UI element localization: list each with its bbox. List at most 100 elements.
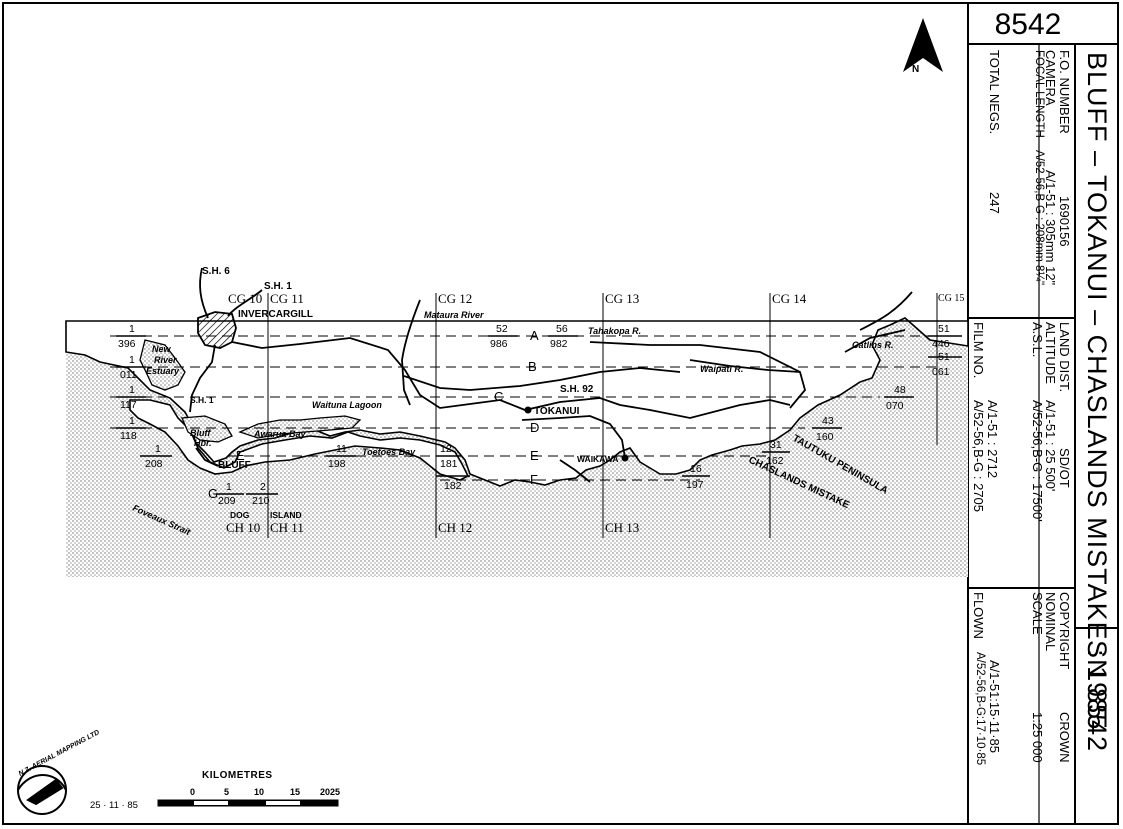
fo-label: F.O. NUMBER (1057, 50, 1072, 134)
run-g: G (208, 486, 218, 501)
grid-ch13: CH 13 (605, 520, 639, 535)
camera-value: A/1-51 : 305mm 12" (1043, 170, 1058, 286)
label-tokanui: TOKANUI (534, 406, 580, 417)
frame-bottom: 446 (932, 338, 950, 350)
asl-label: A.S.L. (1030, 322, 1045, 358)
frame-bottom: 162 (766, 455, 784, 467)
frame-top: 12 (440, 443, 452, 455)
label-estuary-2: River (154, 355, 177, 365)
film-value-2: A/52-56,B-G : 2705 (971, 400, 986, 513)
label-invercargill: INVERCARGILL (238, 309, 313, 320)
grid-ch10: CH 10 (226, 520, 260, 535)
frame-bottom: 198 (328, 458, 346, 470)
frame-bottom: 011 (120, 369, 137, 381)
frame-top: 1 (155, 443, 161, 455)
frame-bottom: 208 (145, 458, 163, 470)
run-c: C (494, 389, 503, 404)
scale-date: 25 · 11 · 85 (90, 800, 138, 811)
frame-bottom: 070 (886, 400, 904, 412)
total-label: TOTAL NEGS. (987, 50, 1002, 135)
new-river-estuary (139, 339, 186, 391)
scale-tick: 0 (190, 787, 195, 797)
frame-bottom: 197 (686, 479, 704, 491)
frame-top: 56 (556, 323, 568, 335)
scale-title: KILOMETRES (202, 770, 273, 781)
sheet-title: BLUFF – TOKANUI – CHASLANDS MISTAKE : 19… (1082, 52, 1112, 731)
run-e: E (236, 448, 245, 463)
tokanui-dot (524, 406, 532, 414)
fo-value: 1690156 (1057, 196, 1072, 247)
frame-bottom: 209 (218, 495, 236, 507)
flight-runs (110, 335, 962, 481)
grid-ch12: CH 12 (438, 520, 472, 535)
grid-cg13: CG 13 (605, 291, 639, 306)
frame-top: 1 (226, 481, 232, 493)
label-bluff-hbr-1: Bluff (190, 428, 211, 438)
scale-tick: 5 (224, 787, 229, 797)
waituna-lagoon (238, 415, 362, 439)
film-label: FILM NO. (971, 322, 986, 379)
flown-value-2: A/52-56,B-G:17·10·85 (974, 652, 986, 766)
scale-label: SCALE (1030, 592, 1045, 635)
run-a: A (530, 328, 539, 343)
scale-tick: 15 (290, 787, 300, 797)
scale-value: 1:25 000 (1030, 712, 1045, 763)
logo-text: N.Z. AERIAL MAPPING LTD (18, 729, 101, 778)
label-waikawa: WAIKAWA (577, 454, 619, 464)
frame-bottom: 117 (120, 399, 137, 411)
frame-bottom: 182 (444, 480, 462, 492)
frame-top: 2 (260, 481, 266, 493)
north-arrow (903, 18, 943, 72)
copyright-value: CROWN (1057, 712, 1072, 763)
focal-value: A/52-56,B-G : 208mm 8¼" (1033, 150, 1045, 286)
label-estuary-1: New (152, 344, 172, 354)
run-d: D (530, 420, 539, 435)
label-dog: DOG (230, 510, 250, 520)
invercargill-area (197, 311, 237, 349)
frame-bottom: 986 (490, 338, 508, 350)
label-sh1-top: S.H. 1 (264, 281, 292, 292)
frame-bottom: 181 (440, 458, 458, 470)
frame-top: 11 (336, 443, 347, 455)
frame-bottom: 160 (816, 431, 834, 443)
label-sh6: S.H. 6 (202, 266, 230, 277)
grid-cg10: CG 10 (228, 291, 262, 306)
total-value: 247 (987, 192, 1002, 214)
grid-cg11: CG 11 (270, 291, 304, 306)
film-value-1: A/1-51 : 2712 (985, 400, 1000, 479)
grid-ch11: CH 11 (270, 520, 304, 535)
camera-label: CAMERA (1043, 50, 1058, 106)
label-waituna: Waituna Lagoon (312, 400, 382, 410)
frame-top: 48 (894, 384, 906, 396)
bluff-peninsula (129, 399, 470, 481)
company-logo (17, 765, 67, 815)
label-tahakopa: Tahakopa R. (588, 326, 641, 336)
frame-bottom: 396 (118, 338, 136, 350)
sheet-number: 8542 (994, 8, 1062, 41)
label-island: ISLAND (270, 510, 302, 520)
run-f: F (530, 472, 538, 487)
scale-tick: 25 (330, 787, 340, 797)
label-waipati: Waipati R. (700, 364, 743, 374)
nominal-label: NOMINAL (1043, 592, 1058, 652)
label-bluff: BLUFF (218, 460, 251, 471)
frame-top: 51 (938, 323, 950, 335)
altitude-label: ALTITUDE (1043, 322, 1058, 384)
frame-bottom: 982 (550, 338, 568, 350)
grid-cg15: CG 15 (938, 293, 964, 304)
frame-bars (116, 335, 962, 495)
bluff-harbour (181, 415, 233, 443)
frame-top: 51 (938, 351, 950, 363)
frame-bottom: 118 (120, 430, 137, 442)
label-toetoes: Toetoes Bay (362, 447, 416, 457)
waikawa-dot (621, 454, 629, 462)
land-value: SD/OT (1057, 448, 1072, 488)
altitude-value-1: A/1-51 : 25 500' (1043, 400, 1058, 492)
label-estuary-3: Estuary (146, 366, 180, 376)
sn-label: SN 8542 (1082, 640, 1112, 753)
altitude-value-2: A/52-56,B-G : 17500' (1030, 400, 1045, 522)
frame-top: 16 (690, 463, 702, 475)
flown-value-1: A/1-51:15·11·85 (987, 660, 1002, 753)
